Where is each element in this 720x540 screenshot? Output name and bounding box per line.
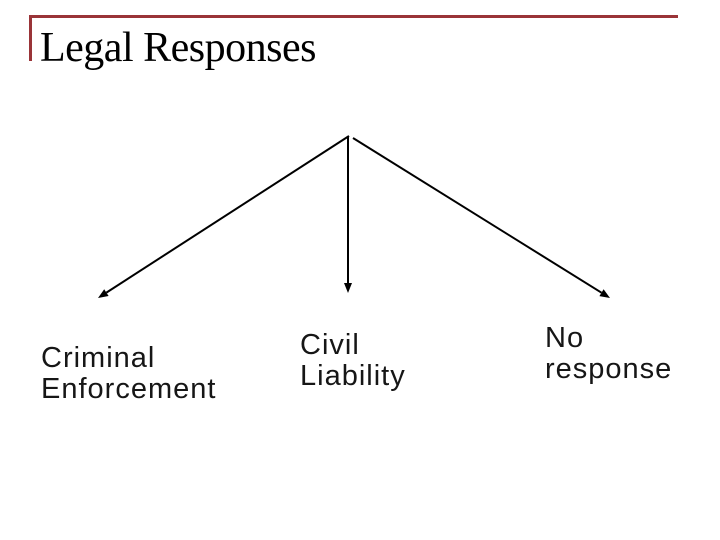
slide-title: Legal Responses bbox=[40, 25, 316, 71]
branch-label-line: Enforcement bbox=[41, 373, 217, 405]
arrow-right-head-icon bbox=[599, 289, 610, 298]
arrow-right-shaft bbox=[352, 137, 603, 294]
branch-label-line: Liability bbox=[300, 360, 406, 392]
branch-label-no-response: No response bbox=[545, 323, 672, 385]
branch-label-line: No bbox=[545, 322, 585, 354]
branch-label-civil-liability: Civil Liability bbox=[300, 330, 406, 392]
title-accent-rule-vertical bbox=[29, 15, 32, 61]
branch-label-criminal-enforcement: Criminal Enforcement bbox=[41, 343, 216, 405]
arrow-left-shaft bbox=[105, 135, 350, 294]
arrow-middle-head-icon bbox=[344, 283, 352, 293]
branch-label-line: Civil bbox=[300, 329, 360, 361]
branch-label-line: response bbox=[545, 353, 673, 385]
title-accent-rule-horizontal bbox=[30, 15, 678, 18]
arrow-left-head-icon bbox=[98, 289, 109, 298]
branch-label-line: Criminal bbox=[41, 342, 156, 374]
